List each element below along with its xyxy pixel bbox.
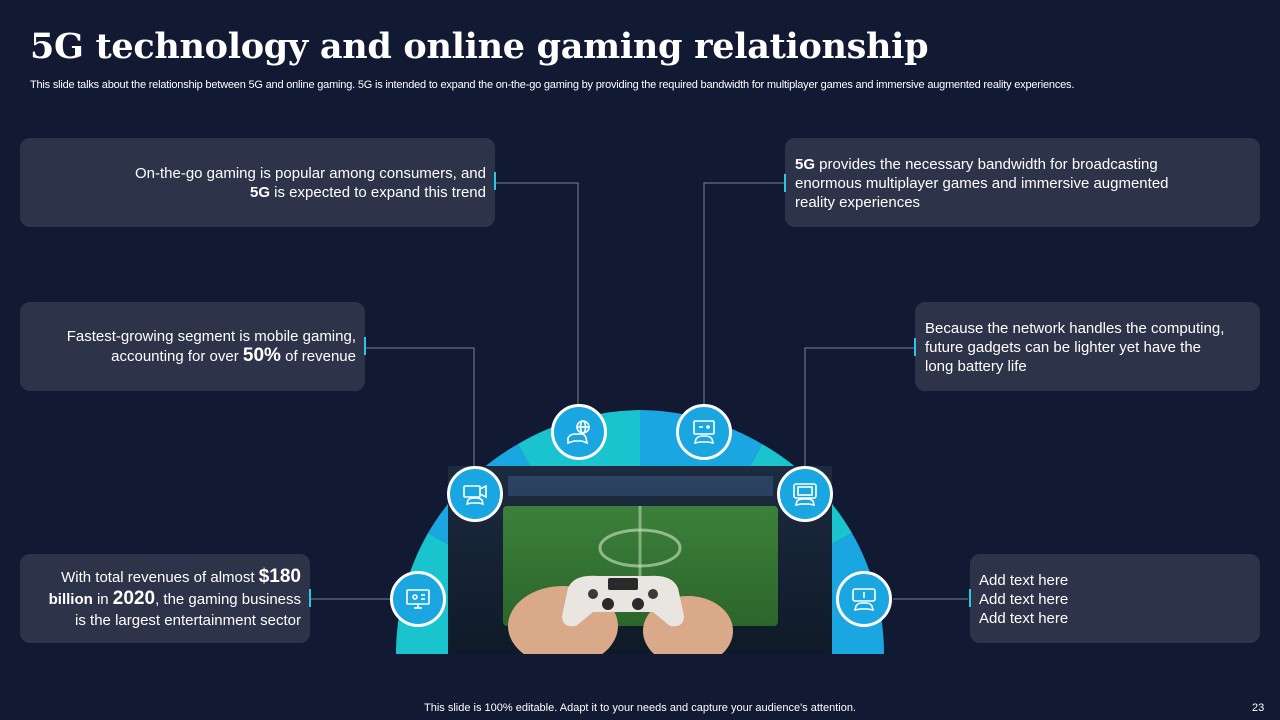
connector-line-4: [703, 182, 784, 405]
connector-line-1: [496, 182, 579, 405]
info-box-left-3-big2: 2020: [112, 588, 156, 609]
info-box-left-1-line1: On-the-go gaming is popular among consum…: [134, 165, 486, 182]
info-box-right-1-line2: enormous multiplayer games and immersive…: [795, 175, 1169, 192]
gamepad-video-icon: [447, 466, 503, 522]
info-box-left-3-line3: is the largest entertainment sector: [75, 612, 301, 629]
info-box-left-3-big1: $180: [258, 566, 301, 587]
info-box-right-3: Add text here Add text here Add text her…: [969, 554, 1260, 643]
info-box-right-3-line1: Add text here: [979, 572, 1069, 589]
box-marker: [914, 338, 916, 356]
info-box-right-1-line3: reality experiences: [795, 194, 921, 211]
info-box-right-2-line3: long battery life: [925, 358, 1027, 375]
gaming-photo: [448, 466, 832, 654]
info-box-right-1-line1: provides the necessary bandwidth for bro…: [815, 156, 1158, 173]
info-box-left-3-post: , the gaming business: [155, 591, 301, 608]
info-box-left-3-mid: in: [92, 591, 113, 608]
box-marker: [364, 337, 366, 355]
slide-title: 5G technology and online gaming relation…: [30, 26, 929, 67]
info-box-left-3-pre: With total revenues of almost: [61, 569, 259, 586]
handheld-console-icon: [777, 466, 833, 522]
info-box-left-2-big: 50%: [242, 345, 281, 366]
info-box-left-2: Fastest-growing segment is mobile gaming…: [20, 302, 366, 391]
slide-footer: This slide is 100% editable. Adapt it to…: [424, 702, 856, 714]
box-marker: [309, 589, 311, 607]
box-marker: [494, 172, 496, 190]
box-marker: [784, 174, 786, 192]
info-box-right-2-line1: Because the network handles the computin…: [925, 320, 1225, 337]
info-box-left-2-pre: accounting for over: [111, 348, 243, 365]
info-box-left-1-bold: 5G: [250, 184, 271, 201]
info-box-left-1-line2: is expected to expand this trend: [270, 184, 486, 201]
info-box-left-2-post: of revenue: [280, 348, 356, 365]
info-box-left-3: With total revenues of almost $180 billi…: [20, 554, 311, 643]
info-box-right-3-line3: Add text here: [979, 610, 1069, 627]
gamepad-globe-icon: [551, 404, 607, 460]
box-marker: [969, 589, 971, 607]
slide-subtitle: This slide talks about the relationship …: [30, 79, 1075, 91]
info-box-right-2-line2: future gadgets can be lighter yet have t…: [925, 339, 1202, 356]
page-number: 23: [1252, 702, 1265, 714]
monitor-gamepad-icon: [676, 404, 732, 460]
info-box-left-2-line1: Fastest-growing segment is mobile gaming…: [66, 328, 356, 345]
info-box-right-3-line2: Add text here: [979, 591, 1069, 608]
gamepad-tv-icon: [390, 571, 446, 627]
info-box-right-1-bold: 5G: [795, 156, 816, 173]
mobile-gamepad-icon: [836, 571, 892, 627]
connector-lines: [311, 182, 968, 600]
info-box-right-2: Because the network handles the computin…: [914, 302, 1260, 391]
connector-line-5: [804, 347, 914, 468]
connector-line-2: [366, 347, 475, 468]
info-box-right-1: 5G provides the necessary bandwidth for …: [784, 138, 1260, 227]
info-box-left-1: On-the-go gaming is popular among consum…: [20, 138, 496, 227]
info-box-left-3-bold: billion: [48, 591, 93, 608]
